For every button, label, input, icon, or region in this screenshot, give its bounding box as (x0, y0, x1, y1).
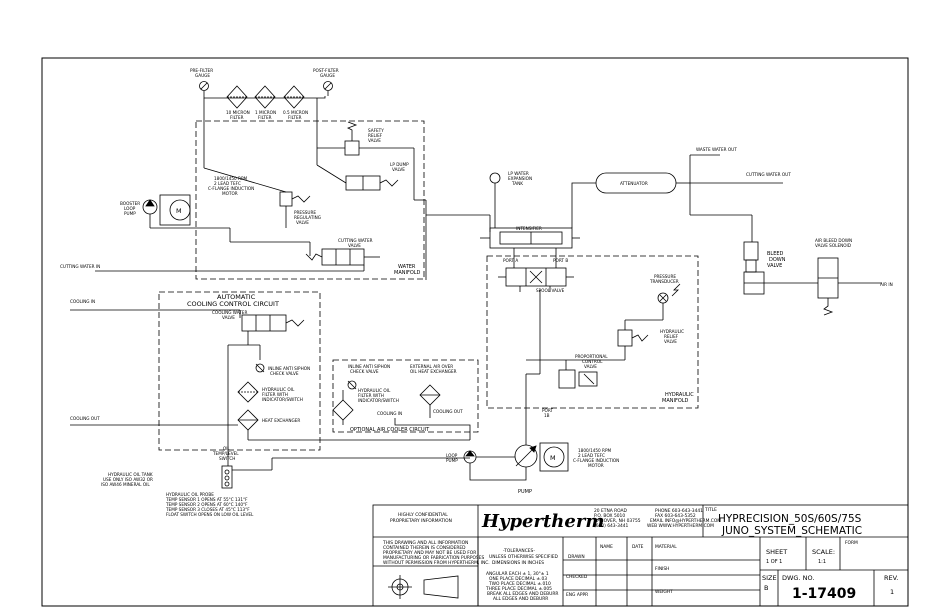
cooling-in-small-label: COOLING IN (377, 411, 402, 416)
main-motor-icon (543, 446, 565, 468)
cutting-water-out-label: CUTTING WATER OUT (746, 172, 791, 177)
filter-10-micron-icon (226, 85, 248, 109)
port-a-label: PORT A (503, 258, 518, 263)
filter-05-micron-icon (283, 85, 305, 109)
material-label: MATERIAL (655, 544, 677, 550)
pump-label: PUMP (518, 489, 532, 495)
attenuator-label: ATTENUATOR (620, 181, 648, 186)
dwg-no-value: 1-17409 (792, 586, 856, 602)
sheet-value: 1 OF 1 (766, 559, 782, 565)
finish-label: FINISH (655, 566, 670, 572)
spool-valve-label: SPOOL VALVE (536, 288, 565, 293)
heat-exchanger-label: HEAT EXCHANGER (262, 418, 300, 423)
motor-m-2: M (550, 454, 556, 462)
hydraulic-manifold-box (486, 255, 699, 409)
name-column-header: NAME (600, 544, 613, 550)
rev-value: 1 (890, 588, 894, 596)
size-value: B (764, 584, 768, 592)
anti-siphon-check-icon (255, 363, 265, 373)
hypertherm-logo: Hypertherm (481, 511, 604, 532)
automatic-cooling-box (158, 291, 321, 451)
scale-value: 1:1 (818, 559, 826, 565)
filter-1-micron-icon (254, 85, 276, 109)
port-b-label: PORT B (553, 258, 568, 263)
optional-air-cooler-label: OPTIONAL AIR COOLER CIRCUIT (350, 427, 430, 433)
waste-water-out-label: WASTE WATER OUT (696, 147, 737, 152)
sheet-label: SHEET (766, 548, 787, 556)
checked-label: CHECKED (566, 574, 588, 580)
proportional-control-valve-icon (558, 369, 576, 389)
post-filter-gauge-icon (323, 81, 333, 91)
eng-appr-label: ENG APPR (566, 592, 588, 598)
drawn-label: DRAWN (568, 554, 585, 560)
title-block (372, 504, 909, 607)
title-label: TITLE (704, 507, 717, 513)
dwg-no-label: DWG. NO. (782, 574, 814, 582)
cutting-water-in-label: CUTTING WATER IN (60, 264, 100, 269)
motor-m-1: M (176, 207, 182, 215)
air-in-label: AIR IN (880, 282, 893, 287)
booster-motor-icon (169, 199, 191, 221)
size-label: SIZE (762, 574, 777, 582)
cooling-out-label: COOLING OUT (70, 416, 100, 421)
date-column-header: DATE (632, 544, 644, 550)
optional-air-cooler-box (332, 359, 479, 433)
pre-filter-gauge-icon (199, 81, 209, 91)
intensifier-label: INTENSIFIER (516, 226, 542, 231)
scale-label: SCALE: (812, 548, 835, 556)
cooling-out-small-label: COOLING OUT (433, 409, 463, 414)
form-label: FORM (845, 540, 858, 546)
weight-label: WEIGHT (655, 589, 673, 595)
hydraulic-oil-filter-icon (237, 381, 259, 403)
cooling-in-label: COOLING IN (70, 299, 95, 304)
rev-label: REV. (884, 574, 898, 582)
oil-temp-level-switch-icon (221, 465, 233, 489)
